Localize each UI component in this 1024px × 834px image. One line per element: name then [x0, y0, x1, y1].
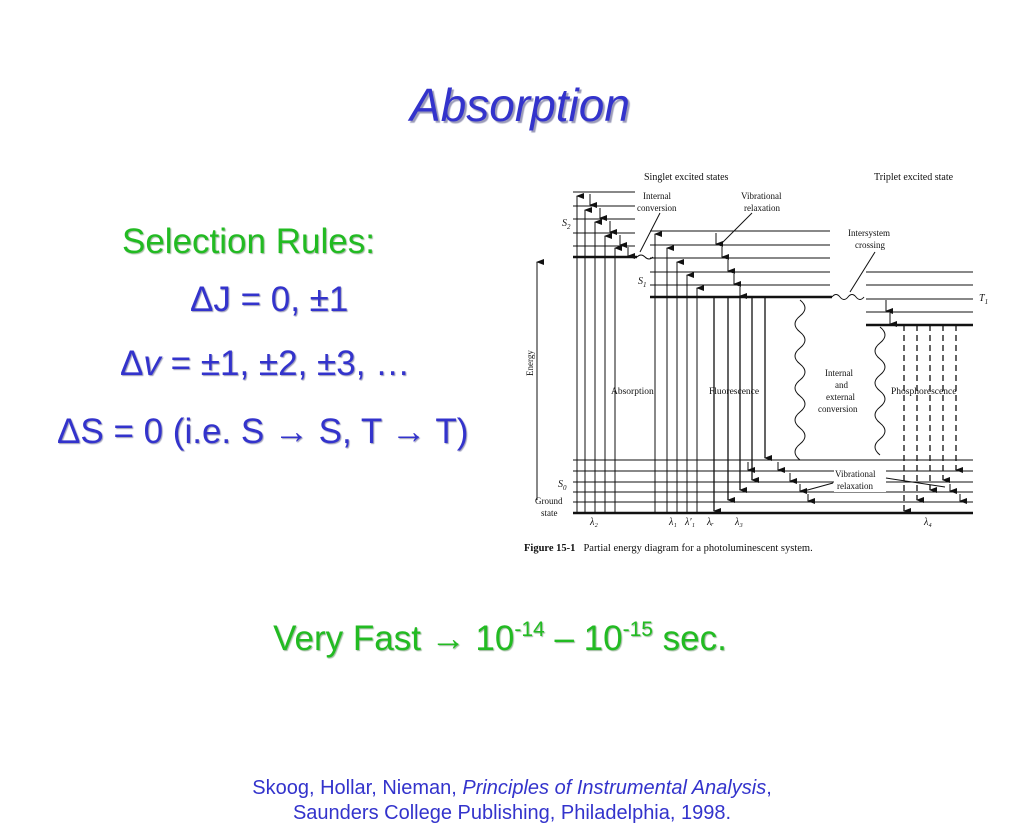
wavelength-labels: λ₂ λ₁ λ′₁ λᵣ λ₃ λ₄	[589, 517, 932, 528]
phosphorescence-label: Phosphorescence	[891, 387, 956, 397]
vib-relax-bottom-pointer-left	[803, 482, 834, 492]
internal-conversion-wave	[636, 254, 654, 260]
t1-levels	[866, 271, 973, 327]
absorption-label: Absorption	[611, 387, 654, 397]
fluorescence-label: Fluorescence	[709, 387, 759, 397]
singlet-label: Singlet excited states	[644, 172, 729, 183]
rule-delta-s: ΔS = 0 (i.e. S → S, T → T)	[57, 412, 469, 451]
energy-axis-label: Energy	[525, 350, 535, 376]
vib-relax-bottom-label-2: relaxation	[837, 481, 873, 491]
triplet-label: Triplet excited state	[874, 172, 954, 183]
phosphorescence-arrows	[903, 325, 963, 514]
vib-relax-bottom-bg	[834, 466, 886, 492]
slide-title: Absorption	[410, 79, 630, 131]
iec-label-2: and	[835, 380, 848, 390]
fluorescence-arrows	[713, 297, 772, 514]
vibrational-relaxation-arrows	[589, 194, 897, 327]
isc-pointer	[849, 251, 876, 293]
lambda1-prime-label: λ′₁	[684, 517, 695, 528]
citation-book: Principles of Instrumental Analysis	[462, 777, 767, 799]
iec-label-3: external	[826, 392, 855, 402]
rule-v-variable: v	[143, 344, 161, 383]
s0-levels	[573, 459, 973, 515]
external-conversion-wave	[794, 299, 806, 461]
selection-rules-heading: Selection Rules:	[122, 222, 375, 261]
iec-label-1: Internal	[825, 368, 853, 378]
speed-suffix: sec.	[652, 619, 727, 658]
isc-label-1: Intersystem	[848, 228, 890, 238]
vib-relax-label-2: relaxation	[744, 203, 780, 213]
intersystem-crossing-wave	[831, 294, 865, 300]
rule-delta-v: Δv = ±1, ±2, ±3, …	[120, 344, 410, 384]
ground-relaxation-arrows	[747, 462, 967, 504]
isc-label-2: crossing	[855, 240, 885, 250]
absorption-arrows	[576, 193, 704, 513]
citation-authors: Skoog, Hollar, Nieman,	[252, 777, 463, 799]
citation: Skoog, Hollar, Nieman, Principles of Ins…	[0, 776, 1024, 826]
rule-delta-j: ΔJ = 0, ±1	[190, 280, 349, 319]
vib-relax-label-1: Vibrational	[741, 191, 782, 201]
s0-label: S0	[558, 479, 567, 492]
ground-state-label-1: Ground	[535, 496, 563, 506]
ground-state-label-2: state	[541, 508, 558, 518]
lambda3-label: λ₃	[734, 517, 743, 528]
vib-relax-bottom-label-1: Vibrational	[835, 469, 876, 479]
speed-exp1: -14	[514, 618, 545, 641]
triplet-conversion-wave	[874, 326, 886, 456]
citation-publisher: Saunders College Publishing, Philadelphi…	[292, 802, 732, 824]
internal-conversion-pointer	[639, 212, 661, 253]
speed-middle: – 10	[544, 619, 623, 658]
speed-statement: Very Fast → 10-14 – 10-15 sec.	[0, 618, 1000, 659]
rule-delta-symbol: Δ	[120, 344, 144, 383]
s1-label: S1	[638, 276, 647, 289]
internal-conversion-label-2: conversion	[637, 203, 677, 213]
lambda1-label: λ₁	[668, 517, 677, 528]
speed-prefix: Very Fast → 10	[273, 619, 515, 658]
vib-relax-pointer	[719, 212, 753, 246]
lambda4-label: λ₄	[923, 517, 932, 528]
rule-v-values: = ±1, ±2, ±3, …	[160, 344, 411, 383]
s2-label: S2	[562, 218, 571, 231]
t1-label: T1	[979, 293, 988, 306]
lambda2-label: λ₂	[589, 517, 598, 528]
iec-label-4: conversion	[818, 404, 858, 414]
lambda-r-label: λᵣ	[706, 517, 714, 528]
speed-exp2: -15	[622, 618, 653, 641]
vib-relax-bottom-pointer-right	[885, 477, 946, 488]
citation-comma: ,	[766, 777, 772, 799]
internal-conversion-label-1: Internal	[643, 191, 671, 201]
